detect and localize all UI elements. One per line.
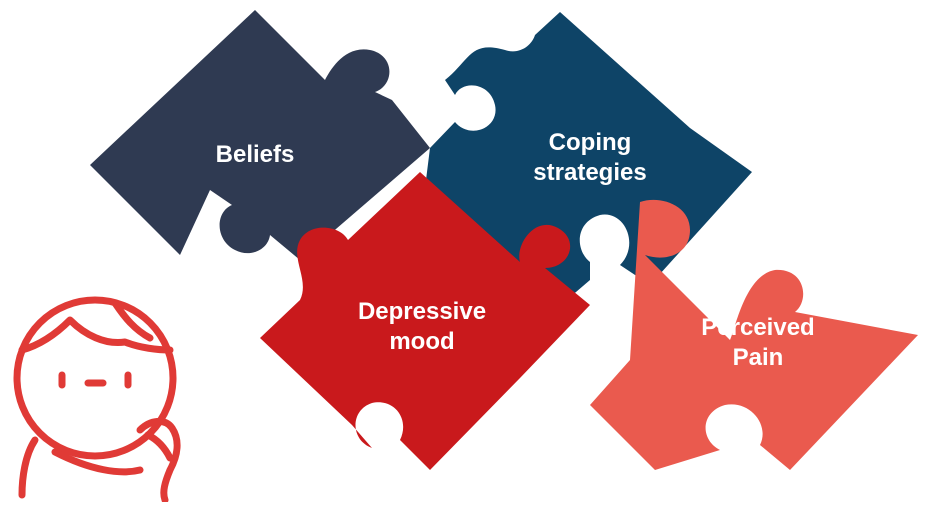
hand-outline (136, 418, 181, 502)
hair-tuft (111, 299, 154, 342)
piece-label-pain: Perceived Pain (701, 314, 815, 371)
puzzle-piece-depressive (260, 172, 590, 470)
head-outline (13, 296, 177, 460)
shoulder-line (51, 448, 144, 476)
puzzle-piece-beliefs (90, 10, 430, 260)
puzzle-piece-beliefs-shape (90, 10, 430, 260)
puzzle-piece-pain (590, 199, 918, 471)
puzzle-piece-depressive-shape (260, 172, 590, 470)
piece-label-depressive: Depressive mood (357, 298, 487, 355)
piece-label-coping: Coping strategies (533, 129, 647, 186)
puzzle-piece-pain-shape (590, 199, 918, 471)
piece-label-beliefs: Beliefs (215, 141, 295, 168)
finger-line (144, 431, 174, 462)
body-outline (18, 436, 39, 499)
hair-outline (18, 316, 174, 354)
